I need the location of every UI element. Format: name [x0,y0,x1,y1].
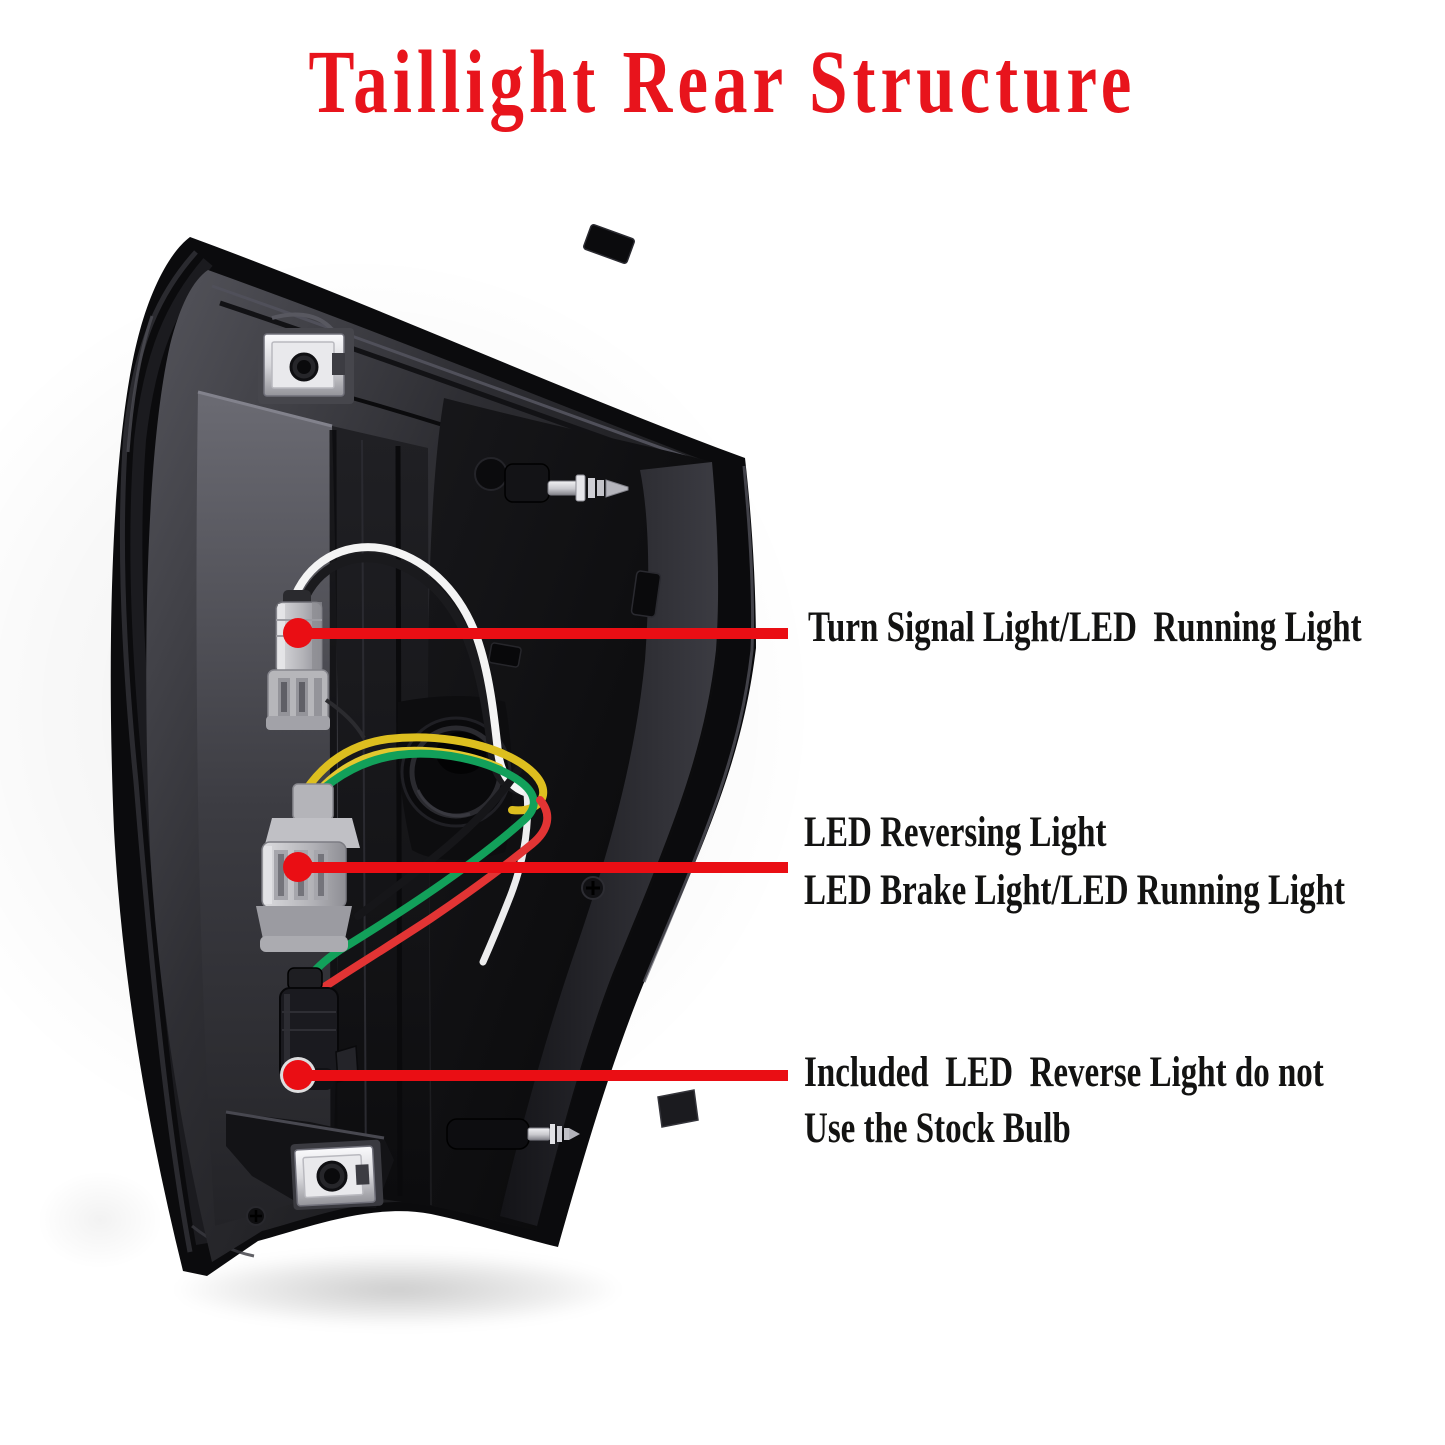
channel-rib-dark [395,445,403,1197]
wire-black-bundle [354,766,522,920]
screw-right [581,876,605,900]
wire-green [304,749,538,984]
callout-label-included-reverse-1: Included LED Reverse Light do not [804,1049,1324,1097]
panel-tab-lower-right [657,1089,699,1128]
panel-tab-vertical [630,570,662,618]
lens-highlight [126,315,154,453]
callout-label-reversing: LED Reversing Light [804,809,1107,857]
wire-white-down [479,789,532,966]
top-mounting-stud [474,457,629,503]
rubber-grommet [474,457,508,491]
page-title: Taillight Rear Structure [0,37,1445,127]
callout-line-reversing-brake [298,862,788,873]
wire-red [306,796,552,1000]
panel-channel [332,426,430,1206]
page-title-text: Taillight Rear Structure [308,32,1137,132]
flange-hook-rib [271,312,336,334]
callout-line-turn-signal [298,628,788,639]
top-edge-tab [583,224,635,264]
callout-label-included-reverse-2: Use the Stock Bulb [804,1105,1071,1153]
right-edge-highlight [642,465,755,983]
channel-rib [361,439,367,1189]
callout-label-turn-signal: Turn Signal Light/LED Running Light [808,604,1362,652]
panel-tab-small [488,642,522,668]
bottom-mounting-stud [446,1118,580,1150]
top-flange-rib [211,284,701,464]
mounting-clip-top [258,328,354,404]
mounting-clip-bottom [290,1139,384,1211]
screw-bottom [246,1206,266,1226]
bulb-socket [397,696,513,861]
callout-line-included-reverse [298,1070,788,1081]
right-side-sheen [500,462,719,1226]
mounting-strip-bevel [197,390,333,428]
callout-label-brake: LED Brake Light/LED Running Light [804,867,1345,915]
